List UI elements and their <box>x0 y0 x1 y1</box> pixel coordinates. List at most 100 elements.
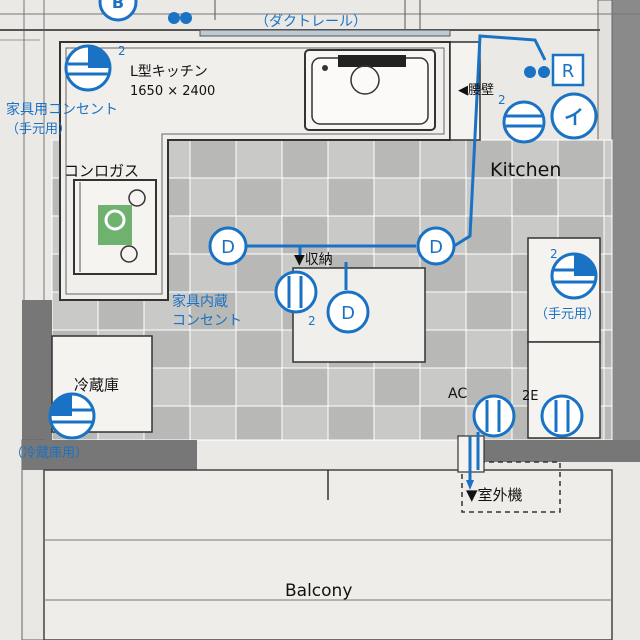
d-label: D <box>221 237 235 258</box>
floor-tile <box>373 215 421 255</box>
floor-tile <box>327 367 375 407</box>
stove-label: コンロガス <box>64 162 139 180</box>
outdoor-unit-label: ▼室外機 <box>466 486 523 504</box>
outlet-2e-label: 2E <box>522 389 539 404</box>
d-label: D <box>429 237 443 258</box>
furniture-outlet-sub-label: （手元用） <box>6 122 71 137</box>
floor-tile <box>419 367 467 407</box>
floor-tile <box>419 405 467 441</box>
floor-tile <box>235 329 283 369</box>
floor-tile <box>189 291 237 331</box>
floor-tile <box>189 329 237 369</box>
floor-tile <box>419 177 467 217</box>
floor-tile <box>235 405 283 441</box>
kitchen-size-label: 1650 × 2400 <box>130 84 215 99</box>
balcony-area <box>43 469 613 640</box>
balcony-label: Balcony <box>285 581 352 601</box>
bottom-wall-left <box>22 440 197 470</box>
floor-tile <box>189 367 237 407</box>
floor-tile <box>465 329 513 369</box>
builtin-outlet-sub-label: コンセント <box>172 313 242 329</box>
i-symbol: イ <box>550 92 598 140</box>
storage-island <box>292 267 426 363</box>
floor-tile <box>235 253 283 293</box>
kitchen-outlet-symbol: 2 <box>498 93 546 144</box>
floor-tile <box>603 215 613 255</box>
r-box <box>551 53 585 87</box>
outlet-b-label: B <box>112 0 124 12</box>
ac-outlet-symbol <box>472 394 516 438</box>
ac-label: AC <box>448 386 467 402</box>
stove <box>73 179 157 275</box>
floor-tile <box>327 215 375 255</box>
floor-tile <box>235 367 283 407</box>
connector-dot <box>524 66 536 78</box>
fridge-outlet-symbol <box>48 392 96 440</box>
i-label: イ <box>564 105 584 129</box>
storage-label: ▼収納 <box>294 252 333 268</box>
floor-tile <box>603 367 613 407</box>
floor-tile <box>189 405 237 441</box>
sink <box>304 49 436 131</box>
floor-tile <box>465 253 513 293</box>
floor-tile <box>419 329 467 369</box>
outdoor-arrow-icon <box>466 480 474 490</box>
floor-tile <box>557 139 605 179</box>
floor-tile <box>189 177 237 217</box>
bottom-wall-right <box>480 440 640 462</box>
kitchen-type-label: L型キッチン <box>130 64 208 80</box>
kitchen-room-label: Kitchen <box>490 159 561 181</box>
floor-tile <box>235 291 283 331</box>
left-margin-hatch <box>0 0 45 300</box>
connector-dot <box>538 66 550 78</box>
d-label: D <box>341 303 355 324</box>
floor-tile <box>327 139 375 179</box>
floor-tile <box>281 139 329 179</box>
waist-wall-label: ◀腰壁 <box>458 83 494 98</box>
hand-outlet-symbol: 2 <box>550 247 598 300</box>
floor-tile <box>465 215 513 255</box>
count-label: 2 <box>308 314 316 328</box>
floor-tile <box>281 177 329 217</box>
right-wall <box>612 0 640 460</box>
duct-rail-label: （ダクトレール） <box>255 14 367 30</box>
floor-tile <box>603 329 613 369</box>
floor-tile <box>603 177 613 217</box>
floor-tile <box>511 139 559 179</box>
count-label: 2 <box>118 44 126 58</box>
floor-tile <box>603 139 613 179</box>
furniture-outlet-label: 家具用コンセント <box>6 101 118 118</box>
floor-tile <box>373 177 421 217</box>
floor-tile <box>603 253 613 293</box>
floor-tile <box>235 139 283 179</box>
floor-tile <box>465 291 513 331</box>
floor-tile <box>281 405 329 441</box>
furniture-outlet-symbol: 2 <box>64 44 126 92</box>
floor-tile <box>327 405 375 441</box>
builtin-outlet-symbol: 2 <box>274 270 318 328</box>
floor-tile <box>281 367 329 407</box>
wiring <box>228 34 547 480</box>
floor-tile <box>327 177 375 217</box>
outlet-2e-symbol <box>540 394 584 438</box>
left-wall-strip <box>22 300 52 440</box>
floor-tile <box>373 367 421 407</box>
downlight-symbol: D <box>416 226 456 266</box>
floor-tile <box>557 177 605 217</box>
floor-tile <box>511 177 559 217</box>
downlight-symbol: D <box>208 226 248 266</box>
count-label: 2 <box>498 93 506 107</box>
r-label: R <box>562 61 575 82</box>
builtin-outlet-label: 家具内蔵 <box>172 293 228 310</box>
fridge-label: 冷蔵庫 <box>74 376 119 394</box>
downlight-symbol: D <box>326 290 370 334</box>
hand-use-label: （手元用） <box>535 307 600 322</box>
floor-tile <box>281 215 329 255</box>
floor-tile <box>419 291 467 331</box>
floor-tile <box>373 405 421 441</box>
count-label: 2 <box>550 247 558 261</box>
floor-tile <box>373 139 421 179</box>
floor-tile <box>603 291 613 331</box>
floor-tile <box>235 177 283 217</box>
